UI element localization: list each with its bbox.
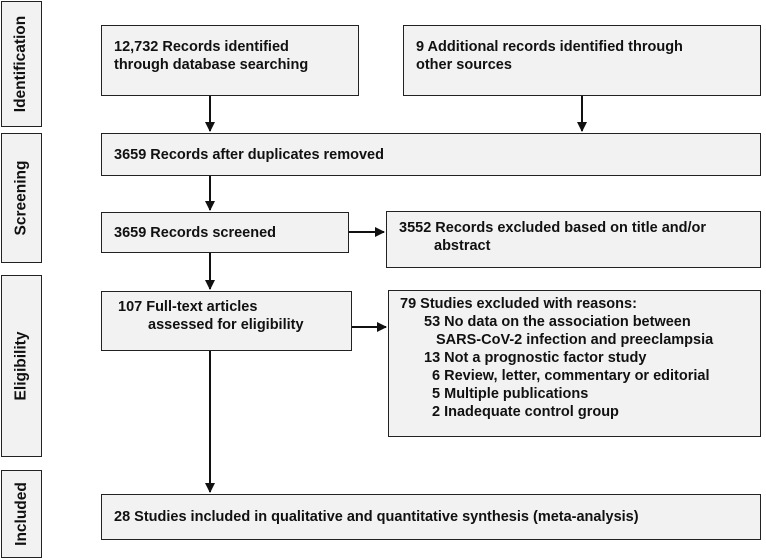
duplicates-removed-box: 3659 Records after duplicates removed xyxy=(101,133,761,176)
exclusion-label: No data on the association between xyxy=(444,314,691,330)
stage-screening: Screening xyxy=(1,133,42,263)
exclusion-label: Review, letter, commentary or editorial xyxy=(444,368,710,384)
duplicates-removed-text: 3659 Records after duplicates removed xyxy=(114,147,384,163)
fulltext-assessed-box: 107 Full-text articles assessed for elig… xyxy=(101,291,352,351)
records-excluded-line2: abstract xyxy=(434,238,491,254)
exclusion-reason-item: 53 No data on the association between xyxy=(400,313,760,331)
exclusion-count: 2 xyxy=(432,404,441,420)
exclusion-count: 5 xyxy=(432,386,441,402)
stage-included: Included xyxy=(1,470,42,558)
studies-included-box: 28 Studies included in qualitative and q… xyxy=(101,494,761,540)
stage-eligibility: Eligibility xyxy=(1,275,42,457)
additional-records-box: 9 Additional records identified through … xyxy=(403,25,761,96)
database-records-line1: 12,732 Records identified xyxy=(114,39,289,55)
database-records-line2: through database searching xyxy=(114,57,309,73)
stage-identification: Identification xyxy=(1,1,42,127)
exclusion-label: SARS-CoV-2 infection and preeclampsia xyxy=(436,332,714,348)
fulltext-assessed-line1: 107 Full-text articles xyxy=(118,299,258,315)
exclusion-label: Not a prognostic factor study xyxy=(444,350,647,366)
excluded-reasons-header: 79 Studies excluded with reasons: xyxy=(400,296,637,312)
exclusion-label: Inadequate control group xyxy=(444,404,619,420)
exclusion-reason-item: 5 Multiple publications xyxy=(400,385,760,403)
exclusion-label: Multiple publications xyxy=(444,386,589,402)
exclusion-count: 13 xyxy=(424,350,441,366)
exclusion-reason-item: 2 Inadequate control group xyxy=(400,403,760,421)
records-excluded-line1: 3552 Records excluded based on title and… xyxy=(399,220,707,236)
additional-records-line1: 9 Additional records identified through xyxy=(416,39,683,55)
studies-included-text: 28 Studies included in qualitative and q… xyxy=(114,509,639,525)
exclusion-count: 6 xyxy=(432,368,441,384)
records-excluded-box: 3552 Records excluded based on title and… xyxy=(386,211,761,268)
records-screened-box: 3659 Records screened xyxy=(101,212,349,253)
exclusion-reason-item: SARS-CoV-2 infection and preeclampsia xyxy=(400,331,760,349)
database-records-box: 12,732 Records identified through databa… xyxy=(101,25,359,96)
records-screened-text: 3659 Records screened xyxy=(114,225,277,241)
excluded-reasons-box: 79 Studies excluded with reasons: 53 No … xyxy=(388,290,761,437)
exclusion-reason-item: 13 Not a prognostic factor study xyxy=(400,349,760,367)
fulltext-assessed-line2: assessed for eligibility xyxy=(148,317,304,333)
exclusion-reason-item: 6 Review, letter, commentary or editoria… xyxy=(400,367,760,385)
exclusion-count: 53 xyxy=(424,314,441,330)
additional-records-line2: other sources xyxy=(416,57,512,73)
